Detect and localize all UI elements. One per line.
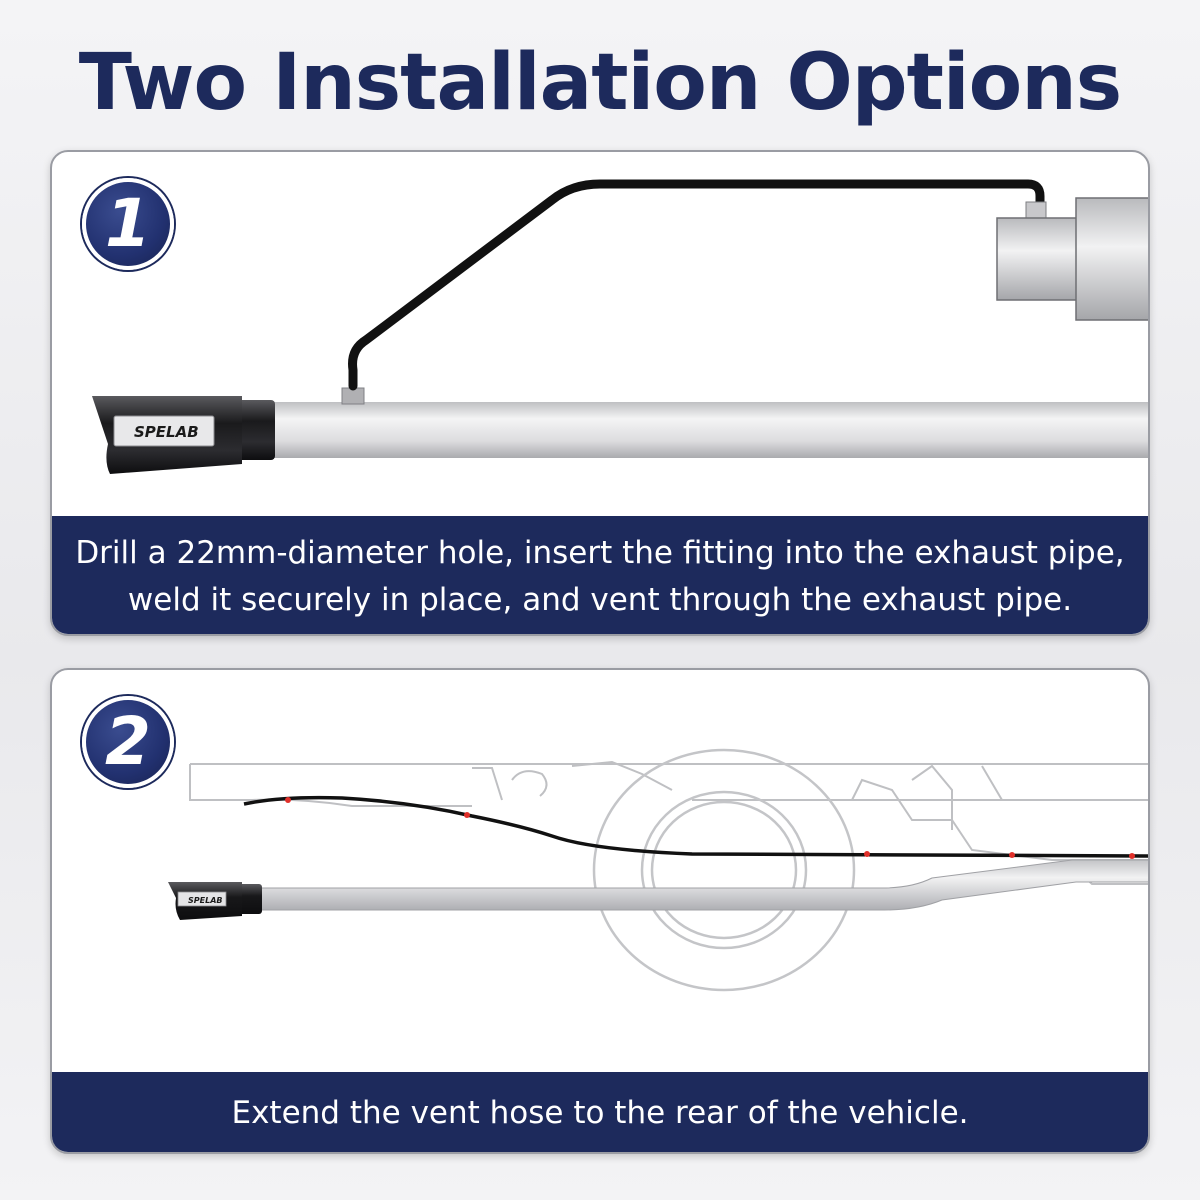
option-2-number-badge: 2 [82,696,174,788]
vent-hose-2 [243,795,1148,858]
option-1-illustration: SPELAB [92,179,1148,474]
housing-right [1075,197,1148,321]
rear-wheel-outline [592,748,856,992]
page-title: Two Installation Options [78,38,1122,128]
exhaust-pipe-2 [251,859,1148,911]
tip-collar [237,400,275,460]
option-1-caption: Drill a 22mm-diameter hole, insert the f… [52,516,1148,634]
vent-hose [348,179,1045,391]
tip-logo-text: SPELAB [134,423,199,441]
hose-clip-markers [285,797,1135,859]
hose-clip [864,851,870,857]
hose-clip [1129,853,1135,859]
option-2-caption: Extend the vent hose to the rear of the … [52,1072,1148,1152]
option-2-card: SPELAB 2 Extend the vent hose to the rea… [50,668,1150,1154]
tip-collar-2 [238,884,262,914]
option-1-caption-line-1: Drill a 22mm-diameter hole, insert the f… [75,535,1125,571]
option-2-caption-line-1: Extend the vent hose to the rear of the … [231,1095,969,1131]
hose-clip [285,797,291,803]
tip-logo-text-2: SPELAB [188,896,222,905]
housing-left [996,217,1078,301]
option-1-number-badge: 1 [82,178,174,270]
option-2-illustration: SPELAB [168,748,1148,992]
hose-clip [464,812,470,818]
option-1-caption-line-2: weld it securely in place, and vent thro… [127,582,1073,618]
option-1-card: SPELAB 1 Drill a 22mm-diameter hole, ins… [50,150,1150,636]
vehicle-chassis-outline [189,760,1148,885]
breather-fitting [1025,201,1047,219]
hose-clip [1009,852,1015,858]
exhaust-pipe [262,402,1148,458]
